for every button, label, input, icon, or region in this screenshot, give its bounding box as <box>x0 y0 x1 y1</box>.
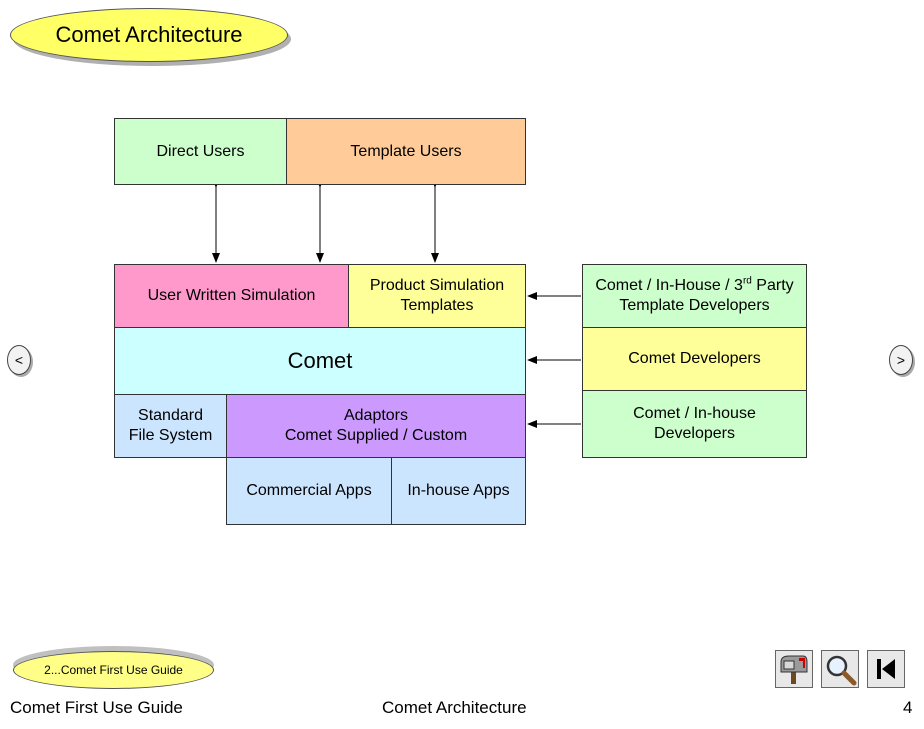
direct-users-label: Direct Users <box>156 142 245 160</box>
inhouse-apps-label: In-house Apps <box>407 482 510 499</box>
inhouse-apps-box: In-house Apps <box>391 457 526 525</box>
standard-file-system-box: Standard File System <box>114 394 227 458</box>
template-users-box: Template Users <box>286 118 526 185</box>
page-number: 4 <box>903 698 913 717</box>
comet-label: Comet <box>287 348 353 373</box>
next-label: > <box>896 352 906 368</box>
user-written-simulation-box: User Written Simulation <box>114 264 349 328</box>
template-users-label: Template Users <box>350 142 462 160</box>
adaptors-box: Adaptors Comet Supplied / Custom <box>226 394 526 458</box>
guide-link-button[interactable]: 2...Comet First Use Guide <box>13 651 214 689</box>
first-slide-button[interactable] <box>867 650 905 688</box>
template-developers-box: Comet / In-House / 3rd Party Template De… <box>582 264 807 328</box>
commercial-apps-label: Commercial Apps <box>246 482 372 499</box>
inhouse-developers-label-line2: Developers <box>654 425 735 442</box>
superscript-rd: rd <box>742 275 752 287</box>
template-developers-label-line2: Template Developers <box>619 297 770 314</box>
guide-link-label: 2...Comet First Use Guide <box>44 663 183 677</box>
inhouse-developers-box: Comet / In-house Developers <box>582 390 807 458</box>
search-button[interactable] <box>821 650 859 688</box>
standard-file-system-label-line1: Standard <box>138 407 203 424</box>
mailbox-button[interactable] <box>775 650 813 688</box>
product-simulation-templates-label: Product Simulation Templates <box>369 277 505 314</box>
next-slide-button[interactable]: > <box>889 345 913 375</box>
template-developers-label-line1: Comet / In-House / 3rd Party <box>595 275 794 294</box>
product-simulation-templates-box: Product Simulation Templates <box>348 264 526 328</box>
standard-file-system-label-line2: File System <box>128 427 213 444</box>
previous-slide-button[interactable]: < <box>7 345 31 375</box>
comet-developers-label: Comet Developers <box>628 350 761 367</box>
previous-label: < <box>14 352 24 368</box>
mailbox-icon <box>780 655 808 684</box>
page-title-text: Comet Architecture <box>55 22 243 47</box>
page-title: Comet Architecture <box>10 8 288 62</box>
magnifier-icon <box>826 655 857 686</box>
adaptors-label-line2: Comet Supplied / Custom <box>284 427 468 444</box>
adaptors-label-line1: Adaptors <box>343 407 409 424</box>
commercial-apps-box: Commercial Apps <box>226 457 392 525</box>
footer-left-text: Comet First Use Guide <box>10 698 183 717</box>
comet-developers-box: Comet Developers <box>582 327 807 391</box>
direct-users-box: Direct Users <box>114 118 287 185</box>
skip-to-start-icon <box>877 659 895 679</box>
inhouse-developers-label-line1: Comet / In-house <box>633 405 756 422</box>
footer-center-text: Comet Architecture <box>382 698 527 717</box>
comet-box: Comet <box>114 327 526 395</box>
user-written-simulation-label: User Written Simulation <box>147 287 316 304</box>
